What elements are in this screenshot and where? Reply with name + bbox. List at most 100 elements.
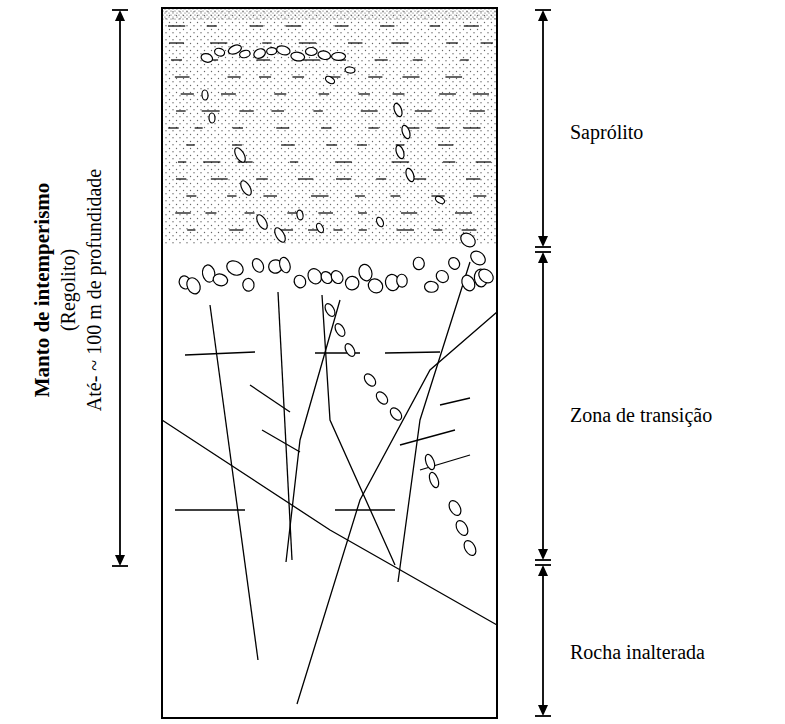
clay-dash: [303, 59, 320, 60]
clay-dash: [380, 25, 394, 26]
rock-fragment: [233, 146, 248, 164]
fracture-line: [262, 430, 300, 452]
clay-dash: [233, 127, 243, 128]
rock-fragment: [375, 216, 384, 228]
clay-dash: [357, 144, 367, 145]
range-tick: [535, 559, 551, 561]
fracture-line: [400, 430, 455, 445]
clay-dash: [286, 25, 302, 26]
range-tick: [535, 715, 551, 717]
range-tick: [535, 564, 551, 566]
rock-fragment: [202, 90, 209, 100]
fracture-line: [278, 292, 292, 560]
clay-dash: [299, 42, 316, 43]
depth-note: Até- ~ 100 m de profundidade: [83, 167, 106, 413]
clay-dash: [321, 127, 331, 128]
rock-fragment: [250, 257, 266, 274]
clay-dash: [464, 25, 479, 26]
clay-dash: [335, 161, 352, 162]
clay-dash: [176, 178, 186, 179]
arrow-head: [538, 236, 548, 247]
clay-dash: [313, 110, 322, 111]
clay-dash: [292, 76, 304, 77]
clay-dash: [318, 212, 333, 213]
arrow-head: [538, 705, 548, 716]
clay-dash: [463, 127, 480, 128]
fracture-line: [297, 312, 497, 704]
clay-dash: [168, 25, 185, 26]
clay-dash: [187, 229, 195, 230]
zone-label: Saprólito: [568, 121, 645, 144]
rock-fragment: [404, 167, 415, 183]
clay-dash: [262, 42, 271, 43]
rock-fragment: [374, 390, 390, 407]
rock-fragment: [362, 372, 378, 389]
fracture-line: [385, 352, 440, 353]
clay-dash: [402, 76, 419, 77]
rock-fragment: [388, 406, 404, 423]
clay-dash: [358, 212, 367, 213]
arrow-head: [538, 252, 548, 263]
clay-dash: [473, 195, 486, 196]
clay-dash: [415, 110, 432, 111]
rock-fragment: [462, 539, 479, 558]
rock-fragment: [332, 52, 346, 60]
rock-fragment: [252, 47, 267, 60]
clay-dash: [276, 127, 289, 128]
clay-dash: [401, 212, 417, 213]
range-tick: [535, 9, 551, 11]
clay-dash: [229, 229, 243, 230]
rock-fragment: [214, 47, 226, 57]
clay-dash: [413, 59, 423, 60]
fracture-line: [162, 420, 497, 625]
rock-fragment: [329, 268, 346, 285]
arrow-head: [538, 10, 548, 21]
fracture-line: [335, 509, 395, 510]
clay-dash: [175, 76, 190, 77]
clay-dash: [207, 25, 217, 26]
rock-fragment: [424, 453, 437, 471]
clay-dash: [361, 110, 378, 111]
rock-fragment: [290, 51, 305, 62]
rock-fragment: [392, 102, 403, 118]
clay-dash: [433, 229, 442, 230]
clay-dash: [245, 212, 255, 213]
rock-fragment: [296, 210, 304, 221]
clay-dash: [168, 127, 178, 128]
region-subtitle: (Regolito): [57, 247, 80, 333]
rock-fragment: [458, 230, 478, 249]
rock-fragment: [343, 342, 357, 358]
range-tick: [535, 246, 551, 248]
fracture-line: [210, 305, 258, 660]
clay-dash: [205, 212, 216, 213]
clay-dash: [203, 161, 220, 162]
clay-dash: [175, 212, 191, 213]
rock-fragment: [413, 257, 425, 270]
clay-dash: [326, 144, 337, 145]
arrow-head: [538, 549, 548, 560]
clay-dash: [311, 195, 328, 196]
fracture-line: [286, 300, 340, 562]
range-line: [542, 254, 544, 558]
rock-fragment: [434, 268, 451, 285]
range-tick: [535, 251, 551, 253]
fracture-line: [398, 262, 470, 582]
clay-dash: [281, 144, 295, 145]
clay-dash: [391, 195, 401, 196]
clay-dash: [256, 59, 270, 60]
range-arrows: [112, 10, 551, 716]
clay-dash: [391, 42, 408, 43]
clay-dash: [355, 195, 365, 196]
range-tick: [112, 565, 128, 567]
clay-dash: [368, 127, 378, 128]
clay-dash: [333, 229, 342, 230]
clay-dash: [202, 110, 220, 111]
clay-dash: [336, 178, 351, 179]
rock-fragment: [266, 47, 277, 55]
arrow-head: [115, 555, 125, 566]
rock-fragment: [239, 179, 254, 197]
clay-dash: [319, 93, 330, 94]
rock-fragment: [242, 278, 255, 292]
rock-fragment: [434, 195, 446, 205]
rock-fragment: [446, 255, 461, 271]
